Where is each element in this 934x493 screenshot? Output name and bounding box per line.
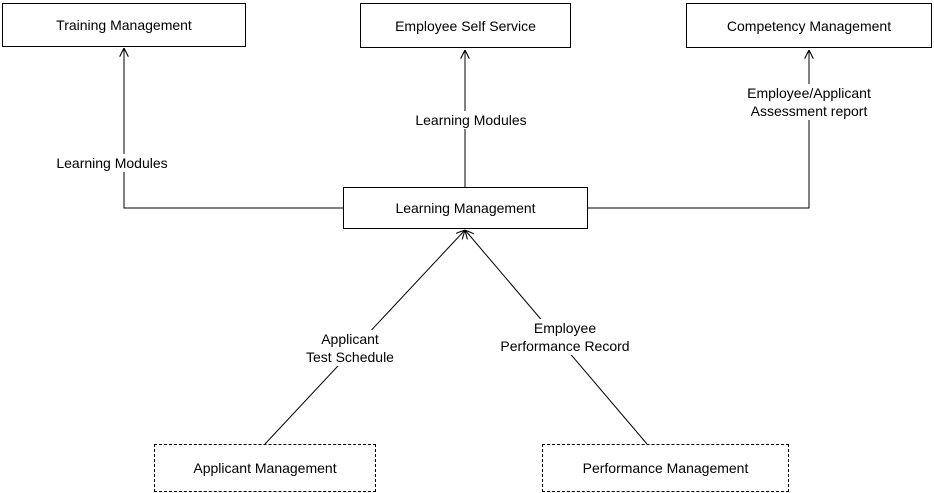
edge-label-from-applicant: Applicant Test Schedule bbox=[288, 330, 412, 366]
edge-label-to-training: Learning Modules bbox=[44, 154, 180, 172]
node-label: Learning Management bbox=[395, 200, 536, 216]
node-competency-management: Competency Management bbox=[686, 3, 932, 48]
node-label: Performance Management bbox=[582, 460, 749, 476]
node-training-management: Training Management bbox=[2, 3, 246, 47]
edge-label-from-performance: Employee Performance Record bbox=[495, 319, 635, 355]
edge-learning-to-competency bbox=[587, 50, 809, 209]
node-label: Training Management bbox=[56, 17, 192, 33]
edge-label-to-competency: Employee/Applicant Assessment report bbox=[728, 84, 890, 120]
edge-learning-to-training bbox=[124, 48, 344, 209]
node-learning-management: Learning Management bbox=[343, 187, 588, 229]
edge-label-to-ess: Learning Modules bbox=[403, 111, 539, 129]
node-label: Employee Self Service bbox=[395, 17, 536, 34]
node-employee-self-service: Employee Self Service bbox=[360, 3, 571, 48]
node-label: Competency Management bbox=[726, 17, 892, 34]
node-label: Applicant Management bbox=[193, 460, 337, 476]
node-performance-management: Performance Management bbox=[542, 444, 789, 492]
node-applicant-management: Applicant Management bbox=[154, 444, 376, 492]
